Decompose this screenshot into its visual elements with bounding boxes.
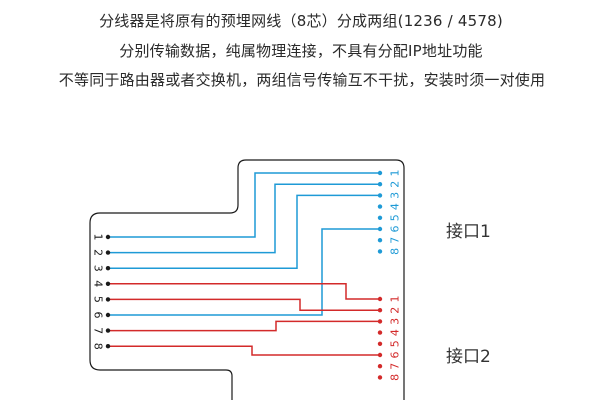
left-pin-label-1: 1: [92, 234, 105, 241]
left-pin-dot-1: [105, 234, 111, 240]
port1-label: 接口1: [446, 222, 491, 242]
left-pin-dot-7: [105, 328, 111, 333]
port1-pin-dot-5: [377, 215, 383, 220]
port1-pin-label-8: 8: [389, 248, 402, 255]
intro-line-3: 不等同于路由器或者交换机，两组信号传输互不干扰，安装时须一对使用: [58, 71, 546, 89]
intro-text: 分线器是将原有的预埋网线（8芯）分成两组(1236 / 4578) 分别传输数据…: [0, 0, 602, 110]
pin-dot-group: [105, 170, 383, 380]
left-pin-label-8: 8: [92, 343, 105, 350]
wire-group: [108, 172, 380, 356]
port2-pin-label-4: 4: [389, 329, 402, 336]
left-pin-dot-3: [105, 266, 111, 271]
port1-pin-label-1: 1: [389, 170, 402, 177]
left-pin-label-4: 4: [92, 280, 105, 287]
left-pin-dot-2: [105, 250, 111, 255]
port1-pin-label-7: 7: [389, 237, 402, 244]
port1-pin-dot-3: [377, 193, 383, 198]
connector-outline: [89, 159, 405, 400]
port1-pin-dot-4: [377, 204, 383, 209]
port1-pin-label-2: 2: [389, 181, 402, 188]
port1-pin-dot-6: [377, 226, 383, 232]
port2-pin-label-1: 1: [389, 296, 402, 303]
port1-pin-dot-2: [377, 182, 383, 187]
port1-wire-2-to-2: [108, 183, 380, 254]
pin-label-group: 1 2 3 4 5 6 7 8 1 2 3 4 5 6 7 8 1 2 3 4 5 6 7 8: [92, 170, 402, 381]
port1-pin-label-3: 3: [389, 192, 402, 199]
port1-wire-1-to-1: [108, 172, 380, 238]
port1-pin-dot-7: [377, 238, 383, 243]
port2-wire-4-to-1: [108, 283, 380, 300]
left-pin-dot-5: [105, 297, 111, 302]
left-pin-label-6: 6: [92, 312, 105, 319]
left-pin-label-2: 2: [92, 249, 105, 256]
port1-pin-dot-8: [377, 249, 383, 254]
port1-pin-dot-1: [377, 170, 383, 176]
port2-label: 接口2: [446, 347, 491, 367]
port1-wire-6-to-6: [108, 228, 380, 316]
port1-pin-label-6: 6: [389, 226, 402, 233]
port2-pin-dot-6: [377, 352, 383, 358]
port2-pin-dot-5: [377, 341, 383, 346]
left-pin-dot-8: [105, 344, 111, 349]
left-pin-label-3: 3: [92, 265, 105, 272]
port2-wire-8-to-6: [108, 345, 380, 356]
port2-pin-dot-2: [377, 308, 383, 313]
port2-pin-dot-3: [377, 319, 383, 324]
port2-pin-label-8: 8: [389, 374, 402, 381]
port2-pin-dot-8: [377, 375, 383, 380]
port2-wire-7-to-3: [108, 320, 380, 332]
port1-wire-3-to-3: [108, 194, 380, 269]
port2-wire-5-to-2: [108, 298, 380, 311]
port2-pin-label-2: 2: [389, 307, 402, 314]
intro-line-2: 分别传输数据，纯属物理连接，不具有分配IP地址功能: [119, 42, 483, 60]
left-pin-label-5: 5: [92, 296, 105, 303]
port2-pin-label-5: 5: [389, 340, 402, 347]
left-pin-dot-6: [105, 312, 111, 318]
port1-pin-label-5: 5: [389, 214, 402, 221]
port1-pin-label-4: 4: [389, 203, 402, 210]
left-pin-label-7: 7: [92, 327, 105, 334]
port2-pin-label-3: 3: [389, 318, 402, 325]
port2-pin-label-7: 7: [389, 363, 402, 370]
port2-pin-label-6: 6: [389, 352, 402, 359]
port2-pin-dot-7: [377, 364, 383, 369]
port2-pin-dot-1: [377, 296, 383, 302]
intro-line-1: 分线器是将原有的预埋网线（8芯）分成两组(1236 / 4578): [99, 12, 503, 30]
port2-pin-dot-4: [377, 330, 383, 335]
left-pin-dot-4: [105, 281, 111, 286]
